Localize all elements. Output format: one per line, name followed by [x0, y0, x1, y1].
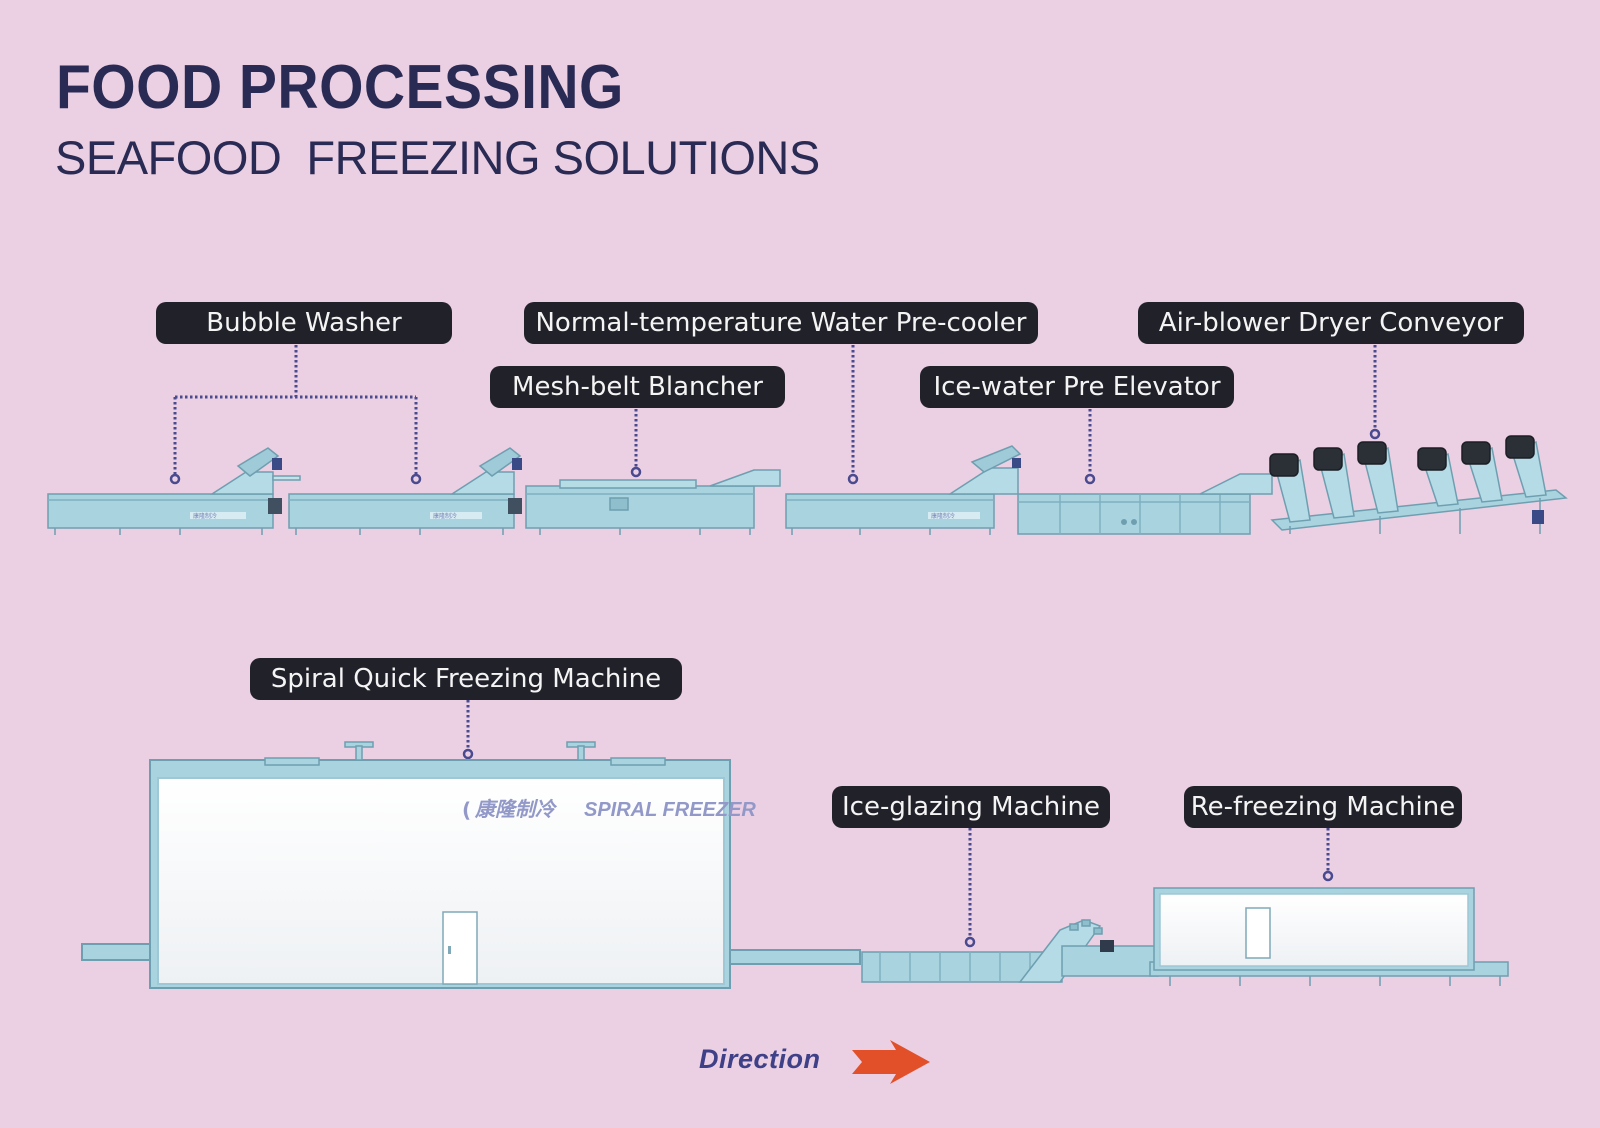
- freezer-model-text: SPIRAL FREEZER: [584, 799, 756, 821]
- freezer-brand-text: 康隆制冷: [474, 797, 558, 821]
- ice-glazing-machine: [861, 919, 1159, 983]
- air-blower-dryer-conveyor-machine: [1269, 435, 1568, 534]
- page-subtitle: SEAFOOD FREEZING SOLUTIONS: [55, 131, 820, 184]
- leader-bubble-washer: [173, 345, 418, 477]
- label-ice-glazing: Ice-glazing Machine: [832, 786, 1110, 828]
- label-ice-water-elevator: Ice-water Pre Elevator: [920, 366, 1234, 408]
- svg-text:康隆制冷: 康隆制冷: [193, 512, 217, 520]
- svg-text:康隆制冷: 康隆制冷: [931, 512, 955, 520]
- ice-water-elevator-machine: [1017, 473, 1273, 535]
- svg-text:(: (: [462, 798, 471, 822]
- direction-label: Direction: [699, 1044, 821, 1074]
- leader-dots: [169, 428, 1381, 948]
- page-title: FOOD PROCESSING: [56, 53, 624, 122]
- label-water-precooler: Normal-temperature Water Pre-cooler: [524, 302, 1038, 344]
- label-mesh-blancher: Mesh-belt Blancher: [490, 366, 785, 408]
- label-dryer-conveyor: Air-blower Dryer Conveyor: [1138, 302, 1524, 344]
- bubble-washer-machine: 康隆制冷 康隆制冷: [47, 447, 522, 535]
- svg-text:康隆制冷: 康隆制冷: [433, 512, 457, 520]
- leader-lines: [173, 345, 1377, 940]
- refreezing-machine: [1149, 887, 1509, 986]
- water-precooler-machine: 康隆制冷: [785, 445, 1022, 535]
- direction-arrow-icon: [852, 1040, 930, 1084]
- label-spiral-freezer: Spiral Quick Freezing Machine: [250, 658, 682, 700]
- label-refreezing: Re-freezing Machine: [1184, 786, 1462, 828]
- spiral-freezer-machine: ( 康隆制冷 SPIRAL FREEZER: [81, 741, 861, 989]
- mesh-belt-blancher-machine: [525, 469, 781, 535]
- label-bubble-washer: Bubble Washer: [156, 302, 452, 344]
